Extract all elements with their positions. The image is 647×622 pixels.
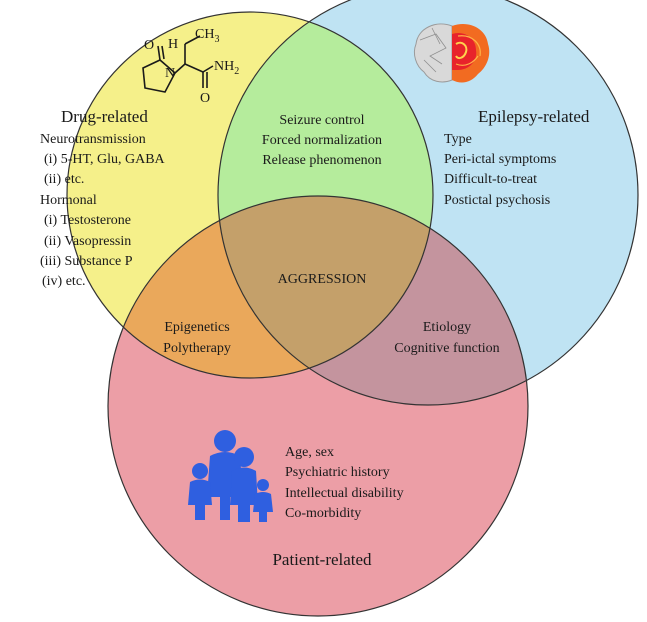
epilepsy-patient-item: Cognitive function	[394, 341, 499, 356]
patient-item: Co-morbidity	[285, 506, 361, 521]
epilepsy-item: Peri-ictal symptoms	[444, 152, 556, 167]
patient-item: Psychiatric history	[285, 465, 390, 480]
patient-item: Intellectual disability	[285, 486, 404, 501]
drug-epilepsy-item: Release phenomenon	[262, 153, 381, 168]
brain-icon	[413, 23, 490, 83]
neuro-item: (i) 5-HT, Glu, GABA	[44, 152, 166, 167]
adult-head-icon	[214, 430, 236, 452]
adult-body-icon	[207, 452, 243, 520]
molecule-atom-o: O	[144, 38, 154, 53]
toddler-body-icon	[253, 492, 273, 522]
drug-circle-outline	[66, 11, 434, 379]
epilepsy-related-title: Epilepsy-related	[478, 107, 590, 126]
hormonal-item: (iv) etc.	[42, 274, 86, 289]
molecule-group-ch3: CH3	[195, 27, 219, 45]
drug-patient-item: Epigenetics	[164, 320, 229, 335]
patient-circle-outline	[107, 195, 529, 617]
epilepsy-patient-overlap	[218, 196, 528, 405]
hormonal-heading: Hormonal	[40, 193, 97, 208]
drug-related-title: Drug-related	[61, 107, 148, 126]
molecule-group-nh2: NH2	[214, 59, 239, 77]
patient-related-title: Patient-related	[272, 550, 372, 569]
drug-epilepsy-item: Forced normalization	[262, 133, 382, 148]
adult2-head-icon	[234, 447, 254, 467]
epilepsy-patient-item: Etiology	[423, 320, 471, 335]
epilepsy-circle-outline	[217, 0, 639, 406]
patient-item: Age, sex	[285, 445, 334, 460]
molecule-atom-h: H	[168, 37, 178, 52]
molecule-atom-n: N	[165, 66, 175, 81]
family-icon	[188, 430, 273, 522]
hormonal-item: (i) Testosterone	[44, 213, 131, 228]
neuro-item: (ii) etc.	[44, 172, 84, 187]
epilepsy-item: Difficult-to-treat	[444, 172, 537, 187]
toddler-head-icon	[257, 479, 269, 491]
hormonal-item: (ii) Vasopressin	[44, 234, 131, 249]
child-body-icon	[188, 479, 212, 520]
epilepsy-item: Postictal psychosis	[444, 193, 550, 208]
molecule-atom-o2: O	[200, 91, 210, 106]
neurotransmission-heading: Neurotransmission	[40, 132, 146, 147]
adult2-body-icon	[230, 467, 258, 522]
child-head-icon	[192, 463, 208, 479]
drug-epilepsy-item: Seizure control	[279, 113, 364, 128]
molecule-ch3-subscript: 3	[214, 34, 219, 45]
drug-patient-item: Polytherapy	[163, 341, 231, 356]
molecule-nh2-subscript: 2	[234, 66, 239, 77]
molecule-icon	[142, 35, 214, 93]
hormonal-item: (iii) Substance P	[40, 254, 133, 269]
epilepsy-item: Type	[444, 132, 472, 147]
center-label: AGGRESSION	[278, 272, 367, 287]
